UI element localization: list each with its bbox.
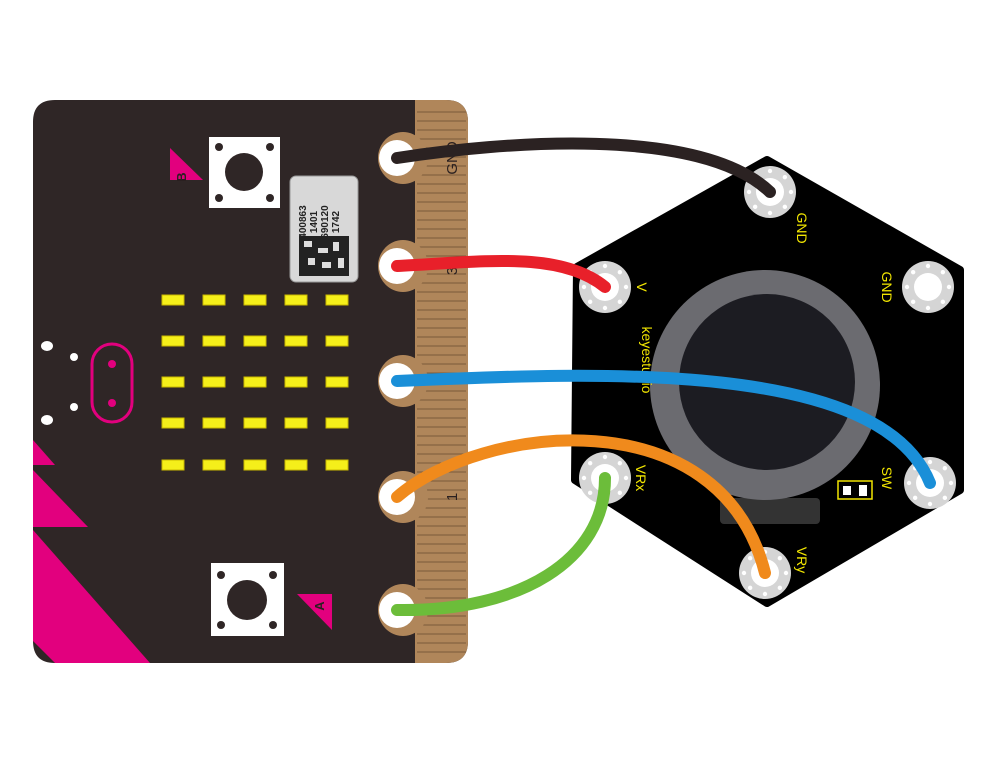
led [325,417,349,429]
led [243,294,267,306]
joy-label-gnd-right: GND [879,271,895,302]
led [161,335,185,347]
led [325,335,349,347]
serial-sticker: 400863 1401 690120 1742 [289,175,359,283]
led [202,417,226,429]
button-b[interactable] [209,137,280,208]
led [202,294,226,306]
led [325,294,349,306]
svg-text:400863: 400863 [298,205,309,239]
led [284,376,308,388]
led [202,376,226,388]
svg-text:1401: 1401 [309,210,320,233]
svg-text:1742: 1742 [331,210,342,233]
joystick-module: GND V GND keyestudio SW VRx VRy [571,156,964,607]
led [161,376,185,388]
microbit-board: B A 400863 1401 690120 1742 GND 3V 1 [33,100,468,663]
logo-triangle [33,440,55,465]
sensor-dot [41,415,53,425]
button-a-marker [297,594,332,630]
led [243,417,267,429]
wire-1-to-vry [391,434,771,579]
led [284,417,308,429]
led [161,294,185,306]
button-b-marker [170,148,203,180]
led [243,459,267,471]
led [202,335,226,347]
led [202,459,226,471]
button-a[interactable] [211,563,284,636]
joy-label-vrx: VRx [633,465,649,491]
sensor-dot [70,403,78,411]
wire-2-to-vrx [391,472,611,617]
led [325,459,349,471]
joy-label-brand: keyestudio [639,327,655,394]
led [161,417,185,429]
joy-label-vry: VRy [794,547,810,573]
svg-text:690120: 690120 [320,205,331,239]
wire-0-to-sw [391,369,936,489]
led [243,335,267,347]
joystick-cap[interactable] [679,294,855,470]
led-matrix [161,294,349,471]
pin-label-1: 1 [444,493,461,501]
led [284,294,308,306]
led [243,376,267,388]
led [161,459,185,471]
edge-connector-lines [417,111,466,653]
logo-triangle [33,470,88,527]
wire-gnd-to-gnd [391,137,776,198]
wires [391,137,936,617]
led [284,335,308,347]
joy-label-sw: SW [879,467,895,490]
sensor-dot [41,341,53,351]
wire-3v-to-v [391,254,611,293]
sensor-dot [70,353,78,361]
joy-label-v: V [634,282,650,292]
led [325,376,349,388]
button-b-label: B [174,172,189,181]
button-a-label: A [312,601,327,611]
touch-logo [90,342,134,424]
logo-triangle [33,530,150,663]
led [284,459,308,471]
joy-label-gnd-top: GND [794,212,810,243]
